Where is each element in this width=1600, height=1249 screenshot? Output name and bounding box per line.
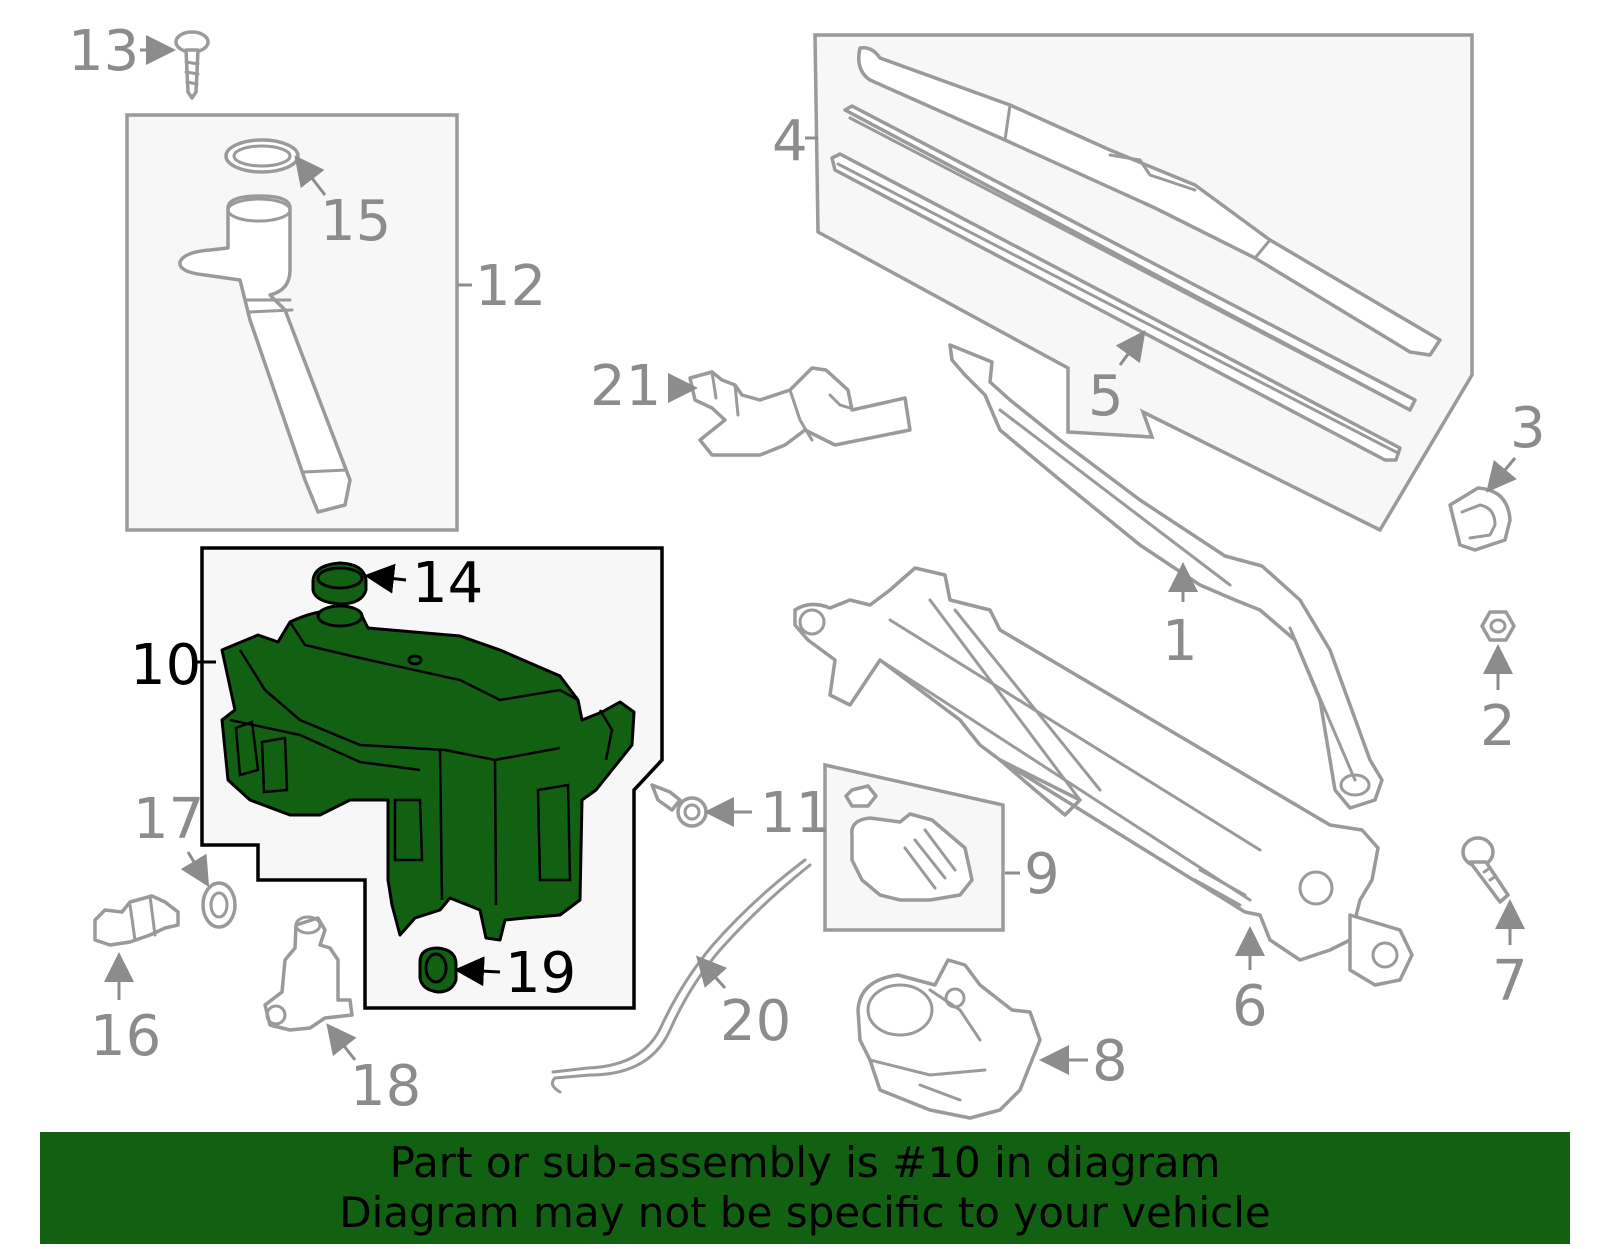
wiper-blade-group — [813, 33, 1474, 533]
reservoir-group — [200, 546, 664, 1010]
washer-hose-20 — [550, 858, 812, 1094]
callout-21: 21 — [590, 354, 661, 419]
washer-reservoir-10[interactable] — [220, 604, 636, 942]
washer-pump-18 — [263, 915, 354, 1032]
wiper-motor-8 — [856, 958, 1042, 1120]
bolt-13 — [174, 30, 210, 100]
callout-10: 10 — [130, 633, 201, 698]
nut-2 — [1480, 610, 1516, 642]
cap-3 — [1448, 486, 1512, 552]
callout-8: 8 — [1092, 1029, 1128, 1094]
callout-2: 2 — [1480, 694, 1516, 759]
callout-15: 15 — [320, 189, 391, 254]
callout-14: 14 — [412, 551, 483, 616]
callout-12: 12 — [475, 254, 546, 319]
callout-6: 6 — [1232, 974, 1268, 1039]
callout-4: 4 — [772, 109, 808, 174]
callout-7: 7 — [1492, 949, 1528, 1014]
bolt-11 — [650, 783, 708, 828]
wiper-refill-top — [843, 104, 1417, 412]
banner-line-2: Diagram may not be specific to your vehi… — [339, 1188, 1271, 1237]
callout-16: 16 — [90, 1004, 161, 1069]
callout-9: 9 — [1024, 842, 1060, 907]
filler-neck-group — [125, 113, 459, 532]
wiper-linkage-6 — [793, 566, 1414, 987]
callout-20: 20 — [720, 989, 791, 1054]
grommet-19 — [418, 946, 458, 994]
filler-neck — [178, 194, 352, 514]
callout-13: 13 — [68, 19, 139, 84]
callout-11: 11 — [760, 781, 831, 846]
bolt-7 — [1461, 836, 1510, 904]
leader-lines — [104, 35, 1525, 1075]
socket-16 — [93, 894, 180, 947]
grommet-17 — [201, 881, 237, 929]
seal-14 — [311, 561, 368, 606]
filler-neck-box — [125, 113, 459, 532]
callout-19: 19 — [505, 941, 576, 1006]
washer-nozzle-21 — [688, 366, 912, 457]
wiper-arm-1 — [948, 343, 1384, 810]
callout-3: 3 — [1510, 396, 1546, 461]
info-banner: Part or sub-assembly is #10 in diagram D… — [40, 1132, 1570, 1244]
callout-17: 17 — [133, 787, 204, 852]
callout-labels: 1 2 3 4 5 6 7 8 9 10 11 12 13 14 15 16 1… — [68, 19, 1546, 1119]
callout-5: 5 — [1088, 364, 1124, 429]
pump-kit-group — [823, 762, 1005, 932]
banner-line-1: Part or sub-assembly is #10 in diagram — [389, 1138, 1221, 1187]
callout-18: 18 — [350, 1054, 421, 1119]
wiper-blade — [857, 45, 1442, 357]
callout-1: 1 — [1162, 609, 1198, 674]
